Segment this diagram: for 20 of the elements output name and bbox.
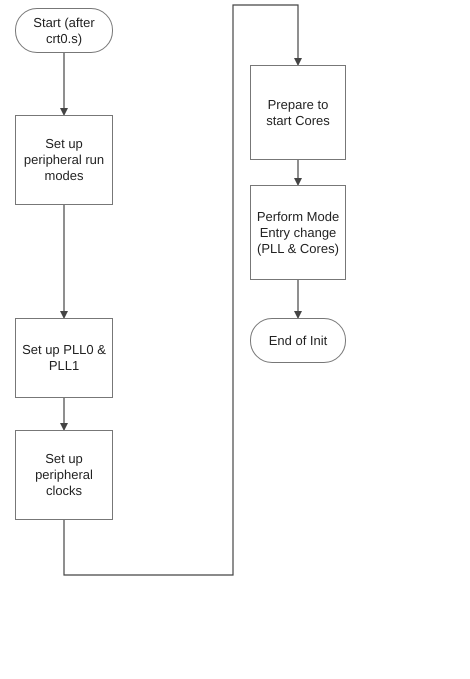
arrow xyxy=(294,160,302,186)
node-text: Start (after crt0.s) xyxy=(32,14,96,46)
arrow xyxy=(294,280,302,319)
node-text: Set up peripheral run modes xyxy=(22,136,106,184)
process-box xyxy=(15,318,113,398)
process-box xyxy=(250,65,346,160)
node-text: Perform Mode Entry change (PLL & Cores) xyxy=(256,208,340,256)
node-text: Set up peripheral clocks xyxy=(34,451,94,499)
node-text: Set up PLL0 & PLL1 xyxy=(21,342,107,374)
process-box xyxy=(15,115,113,205)
node-text: Prepare to start Cores xyxy=(265,96,331,128)
arrow xyxy=(63,4,302,576)
terminal-shape xyxy=(15,8,113,53)
arrow xyxy=(60,53,68,116)
arrow xyxy=(60,398,68,431)
terminal-shape xyxy=(250,318,346,363)
node-text: End of Init xyxy=(268,332,328,348)
process-box xyxy=(15,430,113,520)
arrow xyxy=(60,205,68,319)
process-box xyxy=(250,185,346,280)
